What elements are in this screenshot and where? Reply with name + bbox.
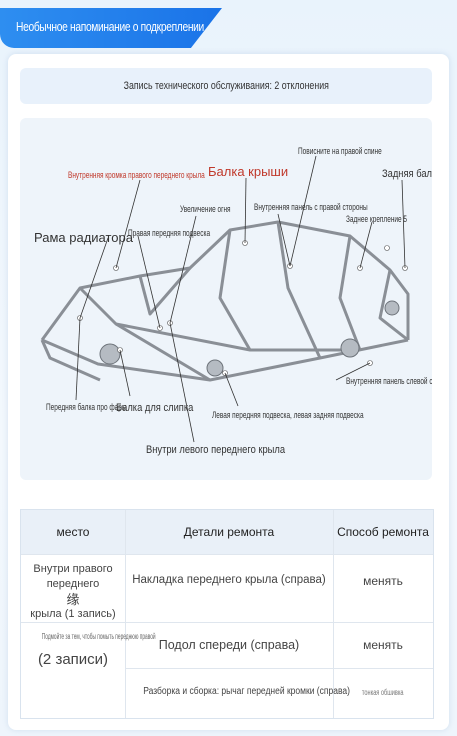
maintenance-record-bar: Запись технического обслуживания: 2 откл… <box>20 68 432 104</box>
row2-detail-a: Подол спереди (справа) <box>158 638 300 652</box>
label-front-bumper-beam: Передняя балка про фары <box>46 402 127 412</box>
row1-detail: Накладка переднего крыла (справа) <box>132 574 326 586</box>
row1-location-line3: крыла (1 запись) <box>30 608 116 620</box>
row2-method-b-text: тонкая обшивка <box>362 688 404 697</box>
divider <box>125 510 126 718</box>
label-radiator-frame: Рама радиатора <box>34 230 133 245</box>
header-repair-details: Детали ремонта <box>125 510 333 554</box>
divider <box>21 554 433 555</box>
divider <box>21 622 433 623</box>
label-inner-right-front-wing-edge: Внутренняя кромка правого переднего крыл… <box>68 170 205 180</box>
label-fire-increase: Увеличение огня <box>180 204 231 214</box>
banner-title: Необычное напоминание о подкреплении <box>16 20 204 34</box>
table-row: Внутри правого переднего 缘 крыла (1 запи… <box>21 562 125 622</box>
header-repair-method: Способ ремонта <box>333 510 433 554</box>
row2-method-a: менять <box>363 638 403 652</box>
label-inner-panel-left: Внутренняя панель слевой стороны <box>346 376 432 386</box>
header-location: место <box>21 510 125 554</box>
label-rear-beam: Задняя балка <box>382 168 432 180</box>
divider <box>125 668 433 669</box>
table-row: Подмойте за тем, чтобы помыть переднюю п… <box>21 632 156 668</box>
report-card: Запись технического обслуживания: 2 откл… <box>8 54 449 730</box>
label-left-front-rear-suspension: Левая передняя подвеска, левая задняя по… <box>212 410 364 420</box>
divider <box>333 510 334 718</box>
label-roof-beam: Балка крыши <box>208 164 289 179</box>
row1-location-line1: Внутри правого переднего <box>33 563 113 590</box>
reminder-banner: Необычное напоминание о подкреплении <box>0 8 222 48</box>
row2-location-line1: Подмойте за тем, чтобы помыть переднюю п… <box>41 632 156 641</box>
label-right-front-suspension: Правая передняя подвеска <box>128 228 211 238</box>
label-inside-left-front-wing: Внутри левого переднего крыла <box>146 444 286 456</box>
label-inner-panel-right: Внутренняя панель с правой стороны <box>254 202 368 212</box>
row2-method-b: тонкая обшивка <box>333 688 433 697</box>
label-rear-reinforcement: Заднее крепление 5 <box>346 214 408 224</box>
repair-table: место Детали ремонта Способ ремонта Внут… <box>20 509 434 719</box>
row2-detail-b-text: Разборка и сборка: рычаг передней кромки… <box>143 686 350 697</box>
row1-location-line2: 缘 <box>66 592 80 607</box>
label-slip-beam: Балка для слипка <box>116 402 194 414</box>
car-frame-illustration <box>40 155 410 443</box>
row1-method: менять <box>363 574 403 588</box>
label-hang-right-back: Повисните на правой спине <box>298 146 382 156</box>
car-body-diagram: Внутренняя кромка правого переднего крыл… <box>20 118 432 480</box>
row2-location-line2: (2 записи) <box>37 651 109 668</box>
row2-detail-b: Разборка и сборка: рычаг передней кромки… <box>125 686 350 697</box>
record-text: Запись технического обслуживания: 2 откл… <box>123 80 329 92</box>
